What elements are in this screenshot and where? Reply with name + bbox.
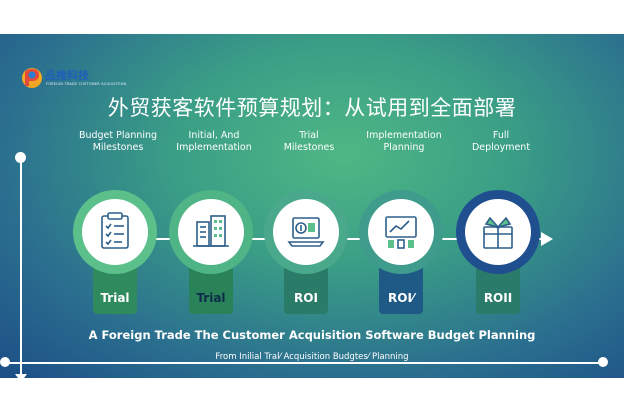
horizontal-axis-line: [4, 362, 602, 364]
slide-background: 品推科技 FOREIGN TRADE CUSTOMER ACQUISITION …: [0, 34, 624, 378]
connector-line: [346, 238, 364, 240]
presentation-board-icon: [385, 216, 417, 249]
step-node[interactable]: [264, 190, 348, 274]
vertical-axis-dot: [15, 152, 26, 163]
vertical-axis-line: [20, 158, 22, 378]
coin-laptop-icon: [287, 217, 325, 247]
connector-line: [155, 238, 173, 240]
horizontal-axis-dot-left: [0, 357, 10, 367]
step-tab[interactable]: ROI: [284, 268, 328, 314]
checklist-icon: [101, 212, 129, 249]
brand-tagline: FOREIGN TRADE CUSTOMER ACQUISITION: [46, 82, 127, 86]
brand-logo-icon: [22, 68, 42, 88]
timeline-arrow-icon: [541, 232, 553, 246]
step-tab-text: Trial: [196, 291, 226, 305]
step-node[interactable]: [73, 190, 157, 274]
step-node[interactable]: [359, 190, 443, 274]
step-tab-text: ROI: [294, 291, 318, 305]
step-tab-text: Trial: [100, 291, 130, 305]
horizontal-axis-dot-right: [598, 357, 608, 367]
connector-line: [441, 238, 459, 240]
step-tab-text: ROI⁄: [388, 291, 414, 305]
office-building-icon: [193, 215, 229, 247]
page-title: 外贸获客软件预算规划：从试用到全面部署: [107, 96, 517, 120]
gift-box-icon: [483, 216, 513, 249]
vertical-axis-arrow-icon: [15, 374, 27, 378]
step-node[interactable]: [456, 190, 540, 274]
step-tab[interactable]: ROII: [476, 268, 520, 314]
step-tab-text: ROII: [483, 291, 513, 305]
brand-name: 品推科技: [45, 69, 89, 82]
connector-line: [251, 238, 269, 240]
step-node[interactable]: [169, 190, 253, 274]
step-tab[interactable]: ROI⁄: [379, 268, 423, 314]
slide-subtitle: A Foreign Trade The Customer Acquisition…: [88, 328, 536, 342]
step-tab[interactable]: Trial: [93, 268, 137, 314]
step-tab[interactable]: Trial: [189, 268, 233, 314]
slide-caption: From Inilial Tral⁄ Acquisition Budgtes⁄ …: [215, 352, 409, 362]
brand-logo[interactable]: 品推科技 FOREIGN TRADE CUSTOMER ACQUISITION: [20, 66, 130, 92]
